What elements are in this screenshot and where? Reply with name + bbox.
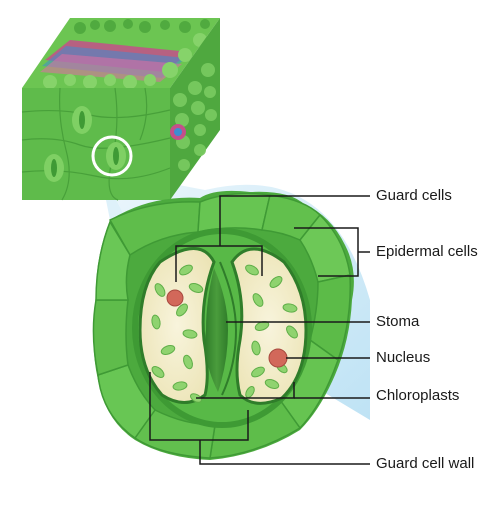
magnified-stoma	[92, 190, 354, 460]
leaf-cross-section	[21, 18, 220, 201]
nucleus-right	[268, 348, 288, 368]
small-stoma-2	[44, 154, 64, 182]
label-stoma: Stoma	[376, 313, 420, 330]
leader-lines	[149, 195, 370, 465]
small-stoma-1	[72, 106, 92, 134]
small-stoma-highlighted	[106, 142, 126, 170]
magnifier-circle	[91, 135, 133, 177]
vascular-bundles	[40, 40, 190, 82]
label-nucleus: Nucleus	[376, 349, 431, 366]
label-epidermal-cells: Epidermal cells	[376, 243, 478, 260]
nucleus-left	[166, 289, 184, 307]
chloroplasts	[151, 264, 298, 403]
label-guard-cells: Guard cells	[376, 187, 452, 204]
label-guard-cell-wall: Guard cell wall	[376, 455, 475, 472]
epidermal-cells	[92, 192, 351, 459]
stoma-pore	[205, 268, 228, 392]
label-chloroplasts: Chloroplasts	[376, 387, 460, 404]
